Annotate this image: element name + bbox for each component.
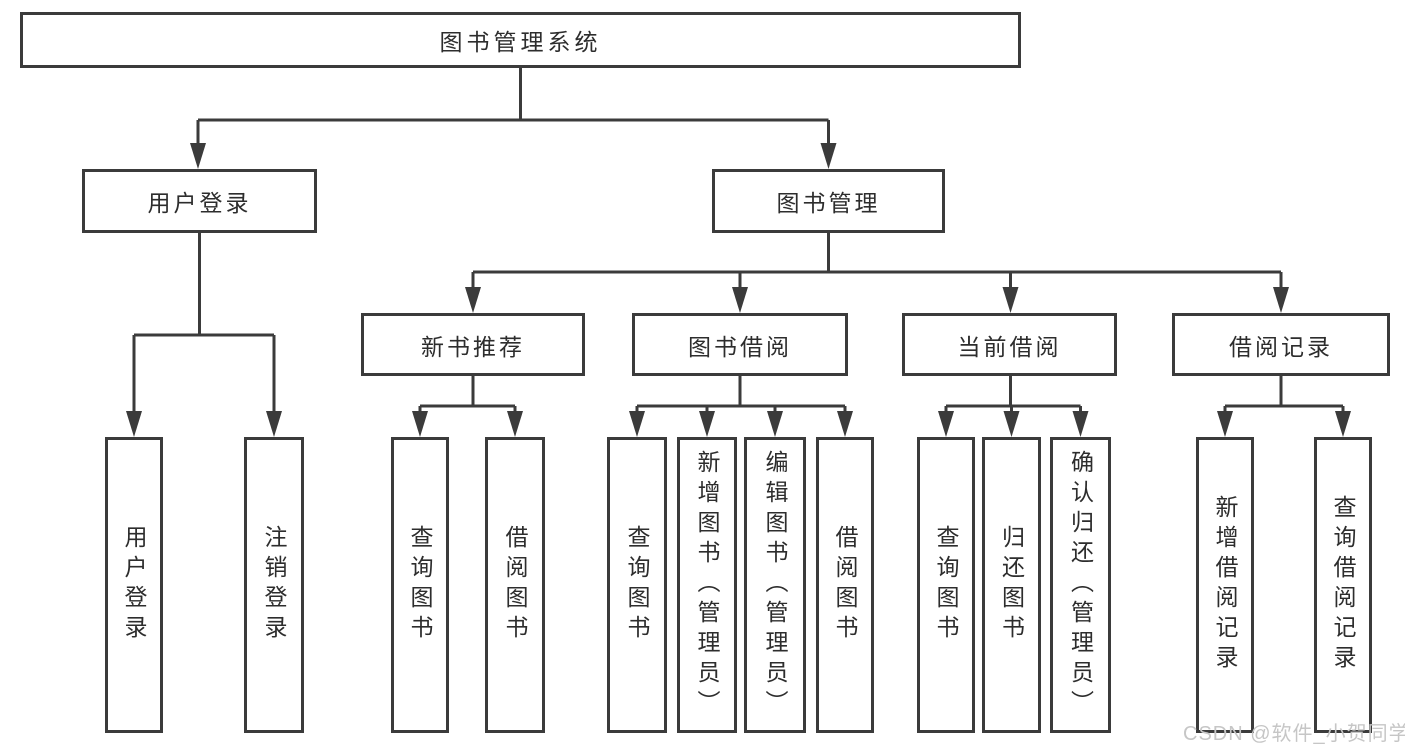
arrow-icon bbox=[507, 411, 523, 437]
node-borrow-records: 借阅记录 bbox=[1172, 313, 1390, 376]
node-library-management-system: 图书管理系统 bbox=[20, 12, 1021, 68]
arrow-icon bbox=[699, 411, 715, 437]
connector-book-borrow bbox=[635, 376, 847, 413]
arrow-icon bbox=[465, 287, 481, 313]
leaf-borrow-edit-books-admin: 编辑图书（管理员） bbox=[744, 437, 806, 733]
watermark: CSDN @软件_小贺同学 bbox=[1183, 723, 1405, 745]
connector-book-management bbox=[471, 233, 1283, 289]
leaf-records-add-record: 新增借阅记录 bbox=[1196, 437, 1254, 733]
leaf-records-query-record: 查询借阅记录 bbox=[1314, 437, 1372, 733]
arrow-icon bbox=[1273, 287, 1289, 313]
node-book-borrow: 图书借阅 bbox=[632, 313, 848, 376]
arrow-icon bbox=[266, 411, 282, 437]
arrow-icon bbox=[732, 287, 748, 313]
arrow-icon bbox=[1335, 411, 1351, 437]
leaf-borrow-query-books: 查询图书 bbox=[607, 437, 667, 733]
connector-borrow-records bbox=[1223, 376, 1345, 413]
arrow-icon bbox=[837, 411, 853, 437]
leaf-user-login: 用户登录 bbox=[105, 437, 163, 733]
connector-user-login bbox=[132, 233, 276, 413]
arrow-icon bbox=[412, 411, 428, 437]
arrow-icon bbox=[820, 143, 837, 169]
arrow-icon bbox=[1003, 411, 1020, 437]
arrowheads bbox=[126, 143, 1351, 437]
node-user-login: 用户登录 bbox=[82, 169, 317, 233]
arrow-icon bbox=[1072, 411, 1089, 437]
connector-root bbox=[196, 68, 830, 145]
leaf-newrec-query-books: 查询图书 bbox=[391, 437, 449, 733]
connector-new-book-recommend bbox=[418, 376, 517, 413]
leaf-borrow-add-books-admin: 新增图书（管理员） bbox=[677, 437, 737, 733]
leaf-current-confirm-return-admin: 确认归还（管理员） bbox=[1050, 437, 1111, 733]
leaf-current-query-books: 查询图书 bbox=[917, 437, 975, 733]
arrow-icon bbox=[190, 143, 206, 169]
arrow-icon bbox=[629, 411, 645, 437]
arrow-icon bbox=[126, 411, 142, 437]
leaf-borrow-borrow-books: 借阅图书 bbox=[816, 437, 874, 733]
node-book-management: 图书管理 bbox=[712, 169, 945, 233]
node-new-book-recommend: 新书推荐 bbox=[361, 313, 585, 376]
arrow-icon bbox=[1002, 287, 1019, 313]
arrow-icon bbox=[938, 411, 954, 437]
arrow-icon bbox=[767, 411, 783, 437]
leaf-current-return-books: 归还图书 bbox=[982, 437, 1041, 733]
leaf-logout: 注销登录 bbox=[244, 437, 304, 733]
arrow-icon bbox=[1217, 411, 1233, 437]
leaf-newrec-borrow-books: 借阅图书 bbox=[485, 437, 545, 733]
connector-current-borrow bbox=[944, 376, 1082, 413]
node-current-borrow: 当前借阅 bbox=[902, 313, 1117, 376]
